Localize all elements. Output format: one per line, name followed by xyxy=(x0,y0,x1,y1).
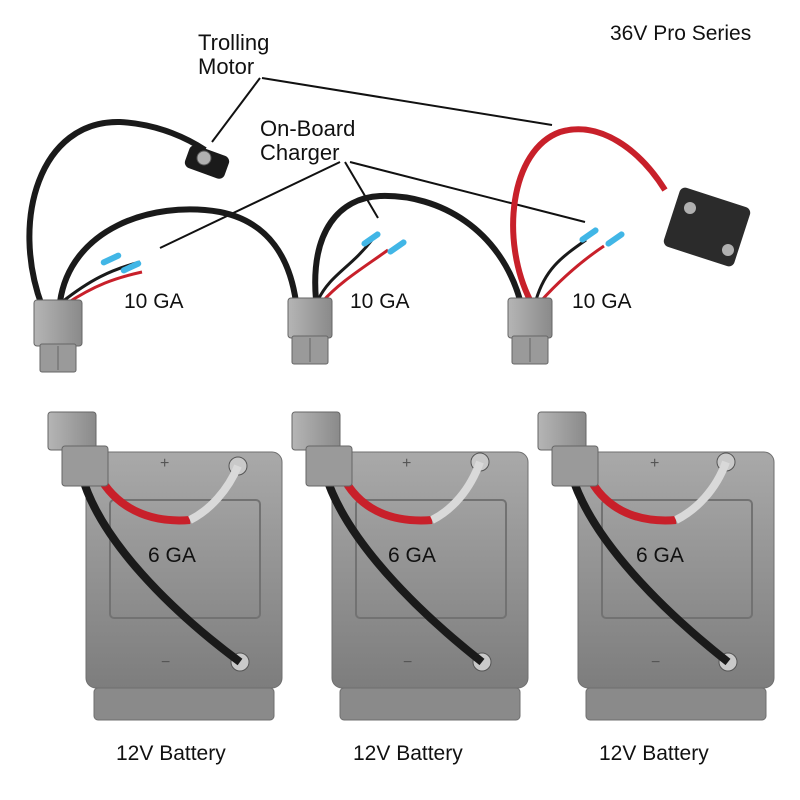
battery-2-cable-gauge-label: 6 GA xyxy=(388,544,436,567)
trolling-motor-lug xyxy=(184,145,230,179)
battery-2-positive-mark: + xyxy=(402,455,412,472)
trolling-motor-callout-line1: Trolling xyxy=(198,30,270,55)
harness-3-connector xyxy=(507,297,553,365)
battery-3-positive-mark: + xyxy=(650,455,660,472)
battery-2-connector xyxy=(291,411,353,487)
charger-leader-1 xyxy=(159,161,341,249)
trolling-leader-left xyxy=(211,77,261,143)
circuit-breaker xyxy=(663,187,751,267)
harness-3 xyxy=(507,126,751,365)
harness-3-gauge-label: 10 GA xyxy=(572,290,632,313)
harness-1 xyxy=(26,118,299,373)
battery-1 xyxy=(47,411,283,721)
battery-3-connector xyxy=(537,411,599,487)
charger-callout-line1: On-Board xyxy=(260,116,356,141)
charger-callout-line2: Charger xyxy=(260,140,340,165)
harness-2-connector xyxy=(287,297,333,365)
harness-2 xyxy=(287,192,523,365)
battery-1-cable-gauge-label: 6 GA xyxy=(148,544,196,567)
battery-3-negative-mark: − xyxy=(651,654,661,671)
leader-lines xyxy=(159,77,586,249)
battery-3-cable-gauge-label: 6 GA xyxy=(636,544,684,567)
battery-1-negative-mark: − xyxy=(161,654,171,671)
battery-1-positive-mark: + xyxy=(160,455,170,472)
battery-2-negative-mark: − xyxy=(403,654,413,671)
harness-1-connector xyxy=(33,299,83,373)
trolling-leader-right xyxy=(261,77,553,126)
battery-3-label: 12V Battery xyxy=(599,742,709,765)
battery-2 xyxy=(291,411,529,721)
battery-2-label: 12V Battery xyxy=(353,742,463,765)
harness-1-gauge-label: 10 GA xyxy=(124,290,184,313)
charger-leader-2 xyxy=(344,161,379,219)
diagram-title: 36V Pro Series xyxy=(610,22,752,45)
harness-2-gauge-label: 10 GA xyxy=(350,290,410,313)
trolling-motor-callout-line2: Motor xyxy=(198,54,255,79)
battery-3 xyxy=(537,411,775,721)
battery-1-connector xyxy=(47,411,109,487)
charger-leader-3 xyxy=(349,161,586,223)
battery-1-label: 12V Battery xyxy=(116,742,226,765)
